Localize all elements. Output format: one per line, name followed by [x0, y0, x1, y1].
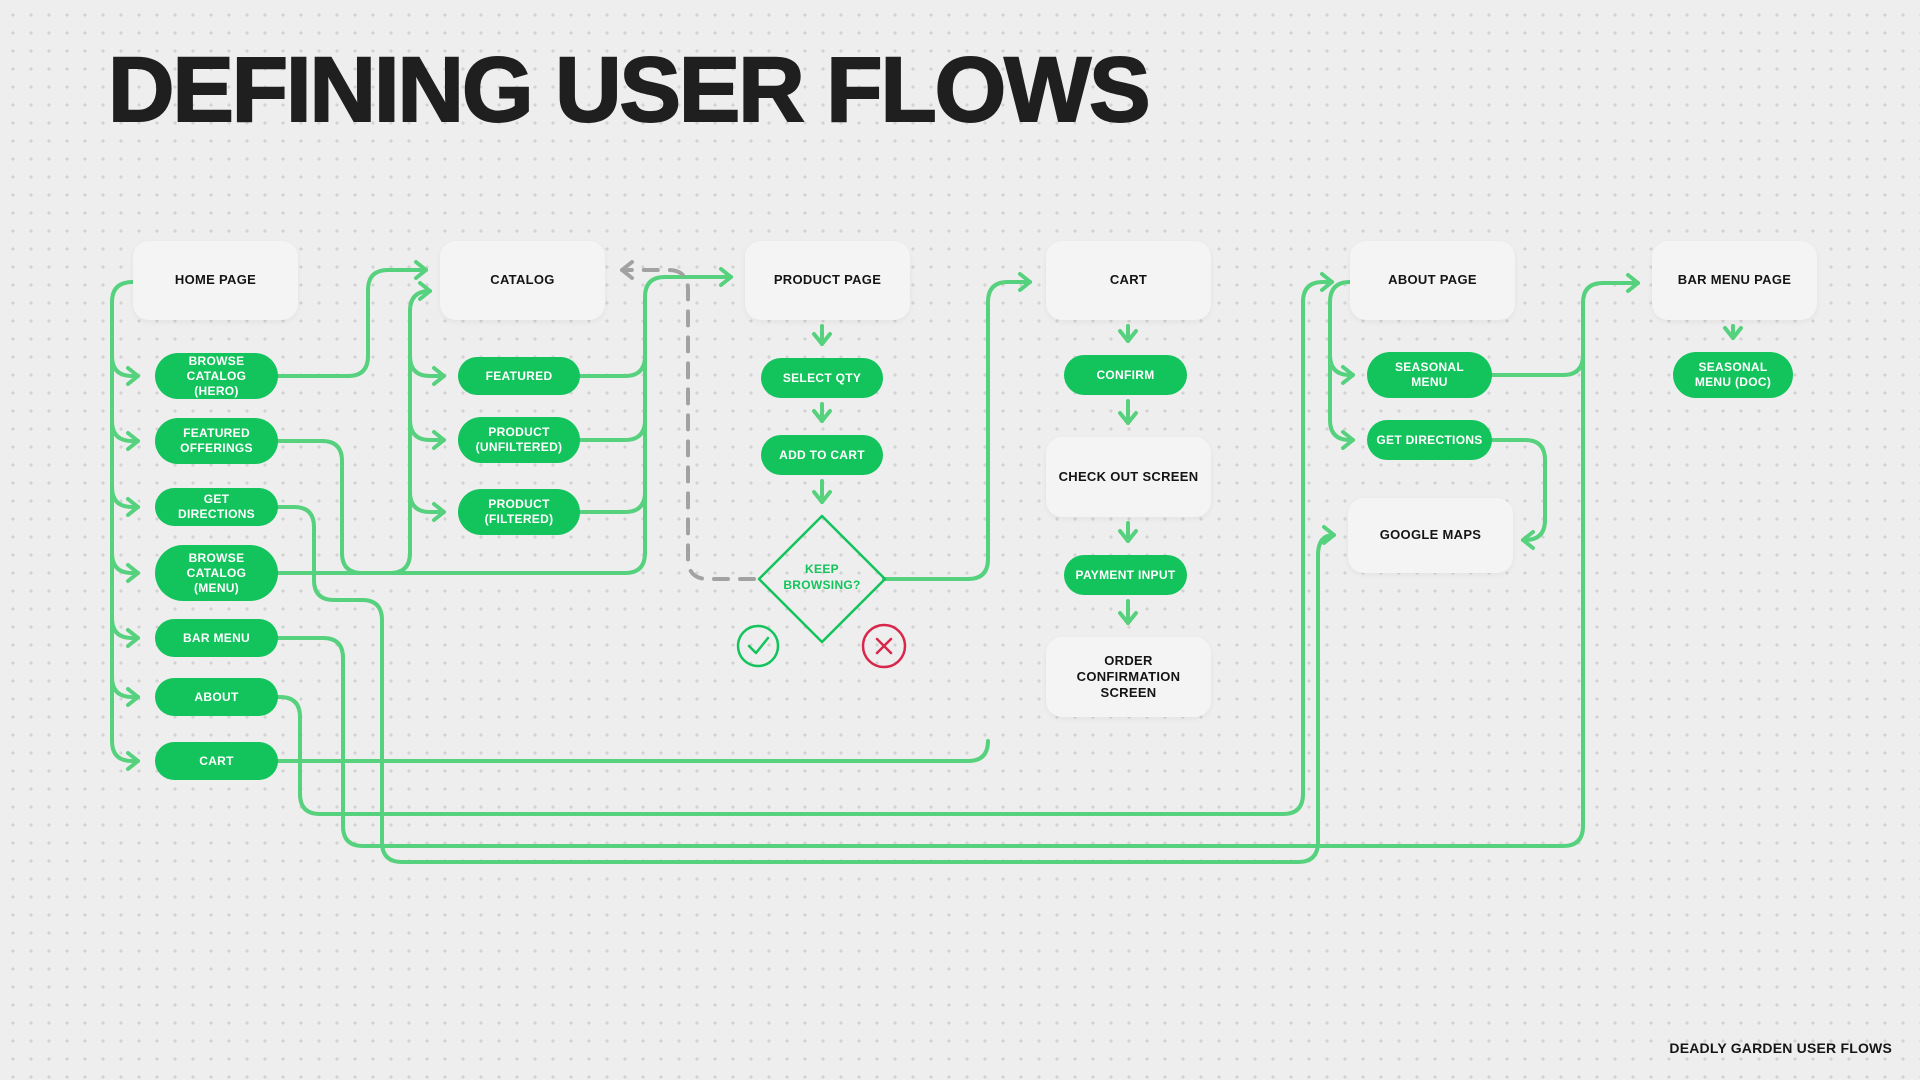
node-cart-pill: CART — [155, 742, 278, 780]
node-seasonal-menu-doc: SEASONAL MENU (DOC) — [1673, 352, 1793, 398]
decision-keep-browsing-label: KEEP BROWSING? — [783, 562, 861, 592]
connector-seasonal-menu-join — [1490, 353, 1585, 377]
page-title: DEFINING USER FLOWS — [107, 39, 1151, 141]
yes-check-icon — [736, 624, 780, 668]
node-bar-menu-page: BAR MENU PAGE — [1652, 241, 1817, 320]
connector-trunk-to-product-filtered — [408, 490, 446, 522]
connector-menu-to-catalog — [276, 281, 432, 575]
connector-spine-branch-featured-offerings — [110, 419, 140, 451]
node-cart-page: CART — [1046, 241, 1211, 320]
node-checkout-screen: CHECK OUT SCREEN — [1046, 437, 1211, 517]
node-select-qty: SELECT QTY — [761, 358, 883, 398]
node-add-to-cart: ADD TO CART — [761, 435, 883, 475]
connector-spine-branch-hero — [110, 354, 140, 386]
connector-about-spine-branch-seasonal — [1328, 353, 1355, 385]
node-about-page: ABOUT PAGE — [1350, 241, 1515, 320]
node-seasonal-menu: SEASONAL MENU — [1367, 352, 1492, 398]
node-product-page: PRODUCT PAGE — [745, 241, 910, 320]
connector-decision-to-cart-page — [882, 272, 1032, 581]
node-payment-input: PAYMENT INPUT — [1064, 555, 1187, 595]
connector-keep-browsing-back-to-catalog — [620, 260, 756, 581]
connector-product-filtered-join — [578, 490, 647, 514]
node-catalog-page: CATALOG — [440, 241, 605, 320]
connector-spine-branch-browse-menu — [110, 551, 140, 583]
node-about: ABOUT — [155, 678, 278, 716]
node-confirm: CONFIRM — [1064, 355, 1187, 395]
connector-spine-branch-get-directions — [110, 485, 140, 517]
node-home-page: HOME PAGE — [133, 241, 298, 320]
node-order-confirmation-screen: ORDER CONFIRMATION SCREEN — [1046, 637, 1211, 717]
connector-trunk-to-featured — [408, 354, 446, 386]
node-google-maps: GOOGLE MAPS — [1348, 498, 1513, 573]
connector-spine-branch-bar-menu — [110, 616, 140, 648]
node-browse-catalog-hero: BROWSE CATALOG (HERO) — [155, 353, 278, 399]
node-get-directions-about: GET DIRECTIONS — [1367, 420, 1492, 460]
footer-label: DEADLY GARDEN USER FLOWS — [1669, 1040, 1892, 1056]
node-product-unfiltered: PRODUCT (UNFILTERED) — [458, 417, 580, 463]
node-featured-offerings: FEATURED OFFERINGS — [155, 418, 278, 464]
node-product-filtered: PRODUCT (FILTERED) — [458, 489, 580, 535]
no-x-icon — [861, 623, 907, 669]
connector-product-unfiltered-join — [578, 418, 647, 442]
connector-trunk-to-product-unfiltered — [408, 418, 446, 450]
connector-home-spine-to-cart-pill — [110, 280, 140, 771]
node-bar-menu: BAR MENU — [155, 619, 278, 657]
node-featured: FEATURED — [458, 357, 580, 395]
node-get-directions-home: GET DIRECTIONS — [155, 488, 278, 526]
connector-spine-branch-about — [110, 675, 140, 707]
connector-featured-join — [578, 354, 647, 378]
connector-hero-to-catalog — [276, 260, 428, 378]
node-browse-catalog-menu: BROWSE CATALOG (MENU) — [155, 545, 278, 601]
connector-cart-pill-to-cart-page — [276, 739, 990, 763]
